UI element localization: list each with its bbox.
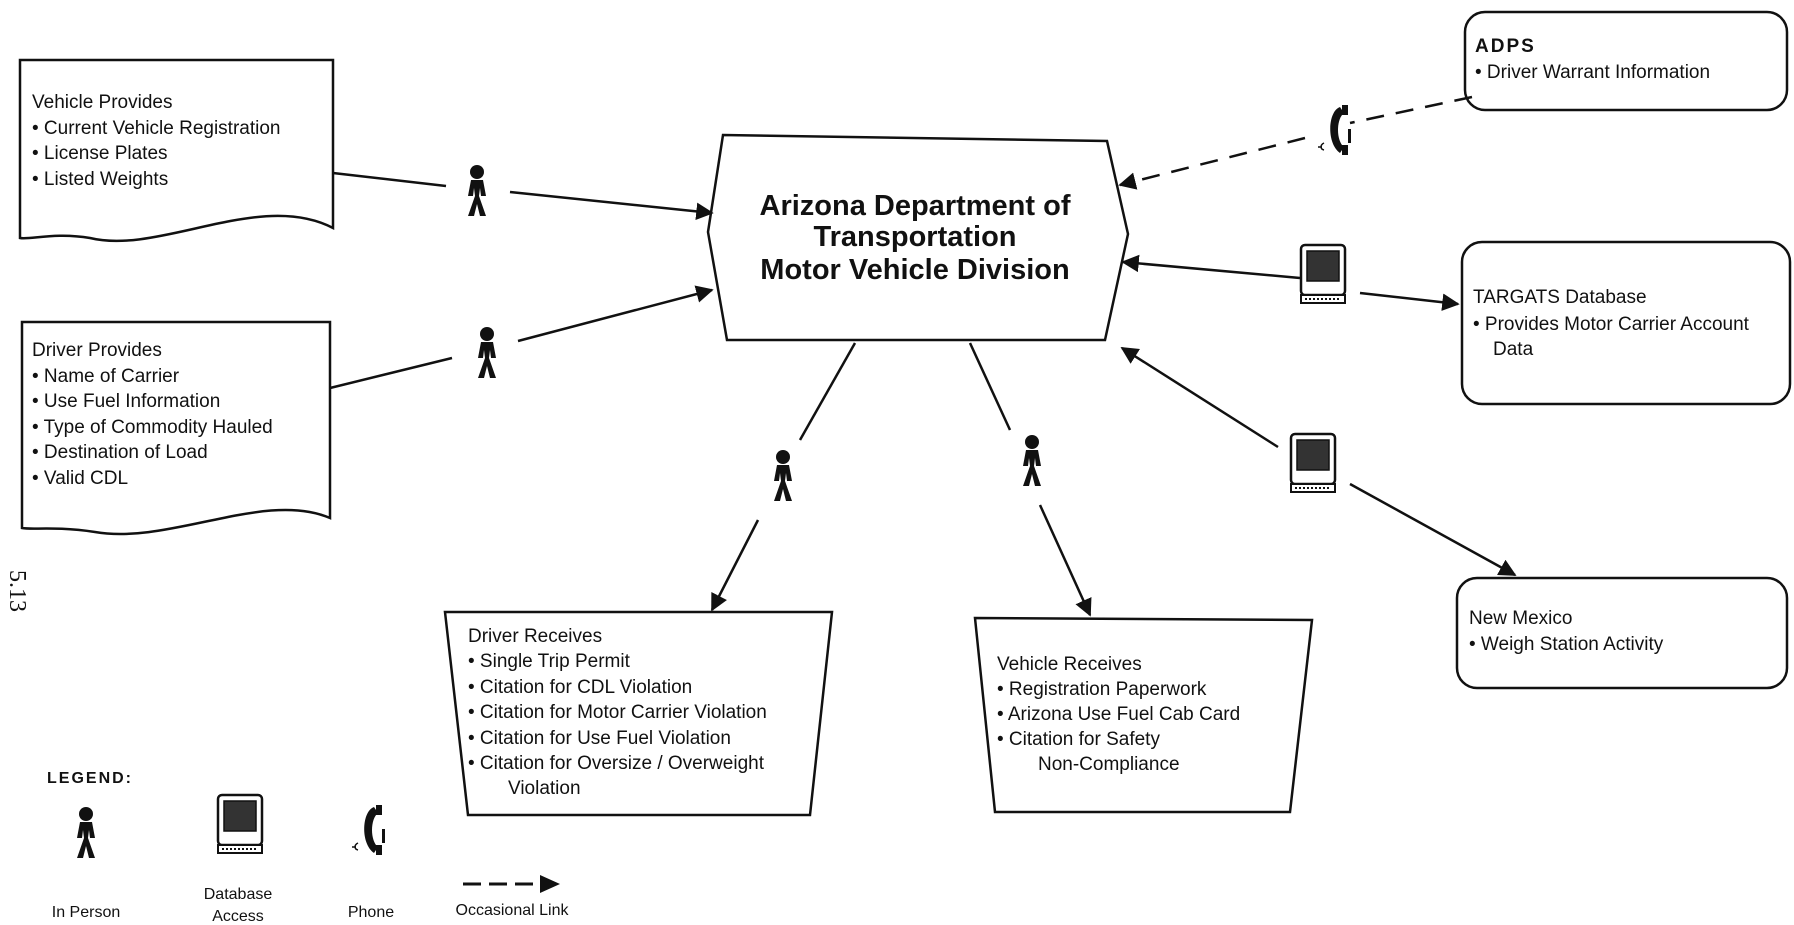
link-new-mexico-a — [1120, 346, 1279, 449]
link-vehicle-provides-a — [332, 171, 447, 188]
legend-label-database-line1: Database — [204, 886, 273, 903]
vehicle-receives-item: • Arizona Use Fuel Cab Card — [997, 704, 1240, 725]
link-adps-dashed-b — [1118, 136, 1306, 190]
link-adps-dashed-a — [1349, 95, 1473, 125]
center-title-line2: Transportation — [813, 221, 1016, 253]
link-driver-provides-a — [329, 356, 453, 390]
center-title-line1: Arizona Department of — [760, 190, 1071, 222]
link-driver-receives-b — [710, 519, 760, 612]
driver-provides-heading: Driver Provides — [32, 340, 162, 361]
targats-heading: TARGATS Database — [1473, 287, 1647, 308]
adps-heading: ADPS — [1475, 36, 1536, 57]
link-vehicle-receives-b — [1038, 504, 1092, 617]
targats-item: • Provides Motor Carrier Account — [1473, 314, 1750, 335]
driver-provides-document: Driver Provides • Name of Carrier • Use … — [20, 320, 332, 536]
legend-label-phone: Phone — [348, 904, 394, 921]
driver-receives-item: • Citation for Motor Carrier Violation — [468, 702, 767, 723]
page-number: 5.13 — [4, 570, 30, 612]
legend-label-in-person: In Person — [52, 904, 120, 921]
computer-terminal-icon — [216, 793, 264, 855]
legend-label-occasional-link: Occasional Link — [456, 902, 570, 919]
dashed-arrow-icon — [463, 875, 560, 893]
link-driver-provides-b — [517, 285, 714, 343]
vehicle-provides-item: • Current Vehicle Registration — [32, 118, 281, 139]
driver-provides-item: • Use Fuel Information — [32, 391, 220, 412]
driver-receives-box: Driver Receives • Single Trip Permit • C… — [443, 610, 834, 817]
link-vehicle-provides-b — [509, 190, 714, 221]
vehicle-provides-item: • Listed Weights — [32, 169, 168, 190]
link-driver-receives-a — [798, 342, 857, 441]
vehicle-provides-heading: Vehicle Provides — [32, 92, 172, 113]
targats-item: Data — [1493, 339, 1534, 360]
telephone-icon — [1317, 104, 1352, 156]
driver-provides-item: • Destination of Load — [32, 442, 208, 463]
person-icon — [1023, 435, 1041, 486]
driver-provides-item: • Valid CDL — [32, 468, 128, 489]
person-icon — [468, 165, 486, 216]
link-new-mexico-b — [1349, 482, 1517, 577]
driver-provides-item: • Name of Carrier — [32, 366, 180, 387]
new-mexico-item: • Weigh Station Activity — [1469, 634, 1664, 655]
person-icon — [478, 327, 496, 378]
person-icon — [77, 807, 95, 858]
legend-label-database-line2: Access — [212, 908, 264, 925]
driver-provides-item: • Type of Commodity Hauled — [32, 417, 273, 438]
driver-receives-item: • Citation for Use Fuel Violation — [468, 728, 731, 749]
driver-receives-item: • Citation for Oversize / Overweight — [468, 753, 765, 774]
person-icon — [774, 450, 792, 501]
link-targats-b — [1359, 291, 1460, 311]
driver-receives-item: • Citation for CDL Violation — [468, 677, 692, 698]
driver-receives-item: • Single Trip Permit — [468, 651, 631, 672]
vehicle-receives-item: • Registration Paperwork — [997, 679, 1207, 700]
adps-item: • Driver Warrant Information — [1475, 62, 1710, 83]
vehicle-receives-item: • Citation for Safety — [997, 729, 1160, 750]
new-mexico-box: New Mexico • Weigh Station Activity — [1455, 576, 1789, 690]
driver-receives-item: Violation — [508, 778, 581, 799]
computer-terminal-icon — [1299, 243, 1347, 305]
link-vehicle-receives-a — [968, 342, 1012, 431]
adps-box: ADPS • Driver Warrant Information — [1463, 10, 1789, 112]
center-title-line3: Motor Vehicle Division — [760, 254, 1069, 286]
vehicle-receives-box: Vehicle Receives • Registration Paperwor… — [973, 616, 1314, 814]
computer-terminal-icon — [1289, 432, 1337, 494]
link-targats-a — [1121, 254, 1301, 280]
targats-box: TARGATS Database • Provides Motor Carrie… — [1460, 240, 1792, 406]
new-mexico-heading: New Mexico — [1469, 608, 1572, 629]
legend: LEGEND: In Person Database Access Phone … — [47, 770, 569, 925]
center-node-mvd: Arizona Department of Transportation Mot… — [706, 133, 1130, 342]
driver-receives-heading: Driver Receives — [468, 626, 602, 647]
vehicle-receives-item: Non-Compliance — [1038, 754, 1180, 775]
vehicle-provides-item: • License Plates — [32, 143, 168, 164]
vehicle-receives-heading: Vehicle Receives — [997, 654, 1142, 675]
vehicle-provides-document: Vehicle Provides • Current Vehicle Regis… — [18, 58, 335, 243]
connectors — [329, 95, 1517, 617]
legend-title: LEGEND: — [47, 770, 133, 787]
telephone-icon — [351, 804, 386, 856]
